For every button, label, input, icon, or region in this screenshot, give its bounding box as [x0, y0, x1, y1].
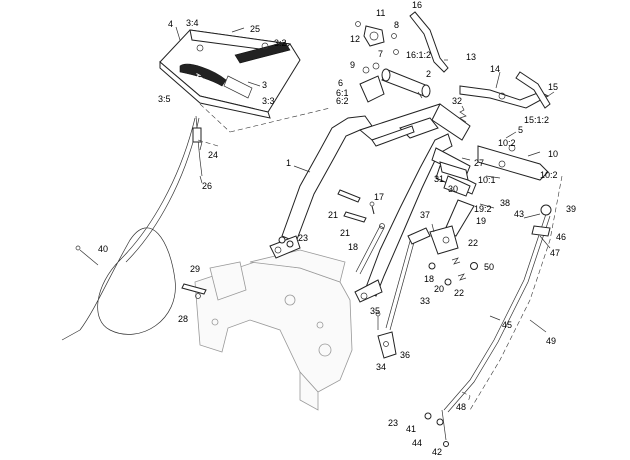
callout: 35 — [370, 306, 380, 316]
callout: 19:2 — [474, 204, 492, 214]
callout: 49 — [546, 336, 556, 346]
rod-49 — [469, 175, 563, 411]
callout: 7 — [378, 49, 383, 59]
lever-14-15 — [459, 71, 551, 109]
leader-lines — [175, 26, 555, 333]
lever-16 — [409, 11, 449, 73]
grip-2 — [381, 68, 431, 98]
bolts-17-18-21 — [337, 189, 385, 275]
callout: 9 — [350, 60, 355, 70]
leader-panel-cable — [199, 103, 231, 133]
callout: 10:1 — [478, 175, 496, 185]
callout: 3 — [262, 80, 267, 90]
callout: 13 — [466, 52, 476, 62]
callout: 3:5 — [158, 94, 171, 104]
callout: 47 — [550, 248, 560, 258]
cable-24-26 — [192, 115, 219, 177]
callout: 25 — [250, 24, 260, 34]
callout: 3:2 — [274, 38, 287, 48]
callout: 21 — [340, 228, 350, 238]
callout: 16:1:2 — [406, 50, 431, 60]
callout: 23 — [388, 418, 398, 428]
callout: 33 — [420, 296, 430, 306]
callout: 24 — [208, 150, 218, 160]
callout: 23 — [298, 233, 308, 243]
callout: 30 — [448, 184, 458, 194]
clamp-27-30-31 — [439, 161, 471, 197]
callout: 26 — [202, 181, 212, 191]
callout: 8 — [394, 20, 399, 30]
callout: 34 — [376, 362, 386, 372]
callout: 29 — [190, 264, 200, 274]
callout: 10:2 — [498, 138, 516, 148]
bolt-23-upper — [278, 236, 294, 248]
callout: 20 — [434, 284, 444, 294]
fittings-41-42-44 — [424, 409, 449, 447]
callout: 14 — [490, 64, 500, 74]
callout: 32 — [452, 96, 462, 106]
callout: 22 — [454, 288, 464, 298]
cable-40 — [61, 117, 200, 341]
callout: 15 — [548, 82, 558, 92]
callout: 45 — [502, 320, 512, 330]
callout: 40 — [98, 244, 108, 254]
callout: 16 — [412, 0, 422, 10]
callout: 46 — [556, 232, 566, 242]
fasteners-18-20-22-50 — [428, 257, 478, 286]
callout: 1 — [286, 158, 291, 168]
main-handle — [269, 103, 471, 303]
callout: 12 — [350, 34, 360, 44]
spring-32 — [459, 105, 467, 123]
bolt-28-29 — [181, 283, 207, 299]
callout: 10:2 — [540, 170, 558, 180]
leader-panel-handle — [229, 107, 331, 133]
callout: 2 — [426, 69, 431, 79]
callout-labels: 1 2 3 3:2 3:3 3:4 3:5 4 5 6 6:1 6:2 7 8 … — [98, 0, 576, 457]
callout: 36 — [400, 350, 410, 360]
callout: 22 — [468, 238, 478, 248]
callout: 6:2 — [336, 96, 349, 106]
callout: 50 — [484, 262, 494, 272]
callout: 21 — [328, 210, 338, 220]
callout: 17 — [374, 192, 384, 202]
knob-11 — [355, 21, 399, 55]
callout: 6 — [338, 78, 343, 88]
bracket-6-9 — [359, 62, 385, 103]
callout: 28 — [178, 314, 188, 324]
callout: 3:4 — [186, 18, 199, 28]
callout: 31 — [434, 174, 444, 184]
latch-34-36 — [375, 311, 397, 359]
callout: 18 — [348, 242, 358, 252]
lever-19 — [429, 199, 475, 255]
control-panel: Toro — [159, 29, 301, 119]
callout: 38 — [500, 198, 510, 208]
callout: 27 — [474, 158, 484, 168]
callout: 43 — [514, 209, 524, 219]
callout: 10 — [548, 149, 558, 159]
callout: 5 — [518, 125, 523, 135]
callout: 11 — [376, 8, 385, 18]
leader-48 — [461, 391, 471, 403]
callout: 48 — [456, 402, 466, 412]
callout: 42 — [432, 447, 442, 457]
callout: 4 — [168, 19, 173, 29]
chassis-frame — [194, 249, 353, 411]
callout: 18 — [424, 274, 434, 284]
callout: 3:3 — [262, 96, 275, 106]
cable-45 — [443, 204, 552, 413]
callout: 44 — [412, 438, 422, 448]
callout: 15:1:2 — [524, 115, 549, 125]
callout: 19 — [476, 216, 486, 226]
rod-33 — [385, 227, 431, 331]
callout: 37 — [420, 210, 430, 220]
callout: 39 — [566, 204, 576, 214]
callout: 41 — [406, 424, 416, 434]
callout: 6:1 — [336, 88, 349, 98]
